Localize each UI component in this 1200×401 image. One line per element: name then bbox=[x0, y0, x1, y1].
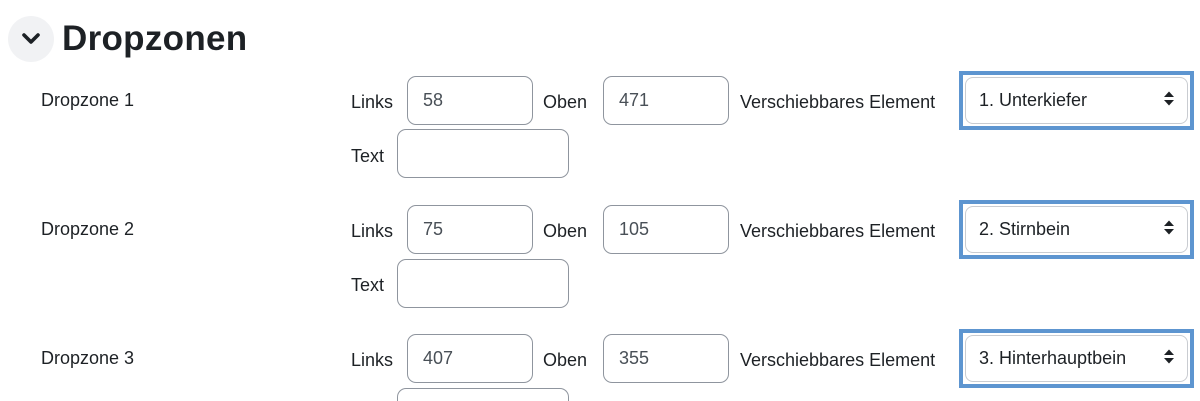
text-input[interactable] bbox=[397, 388, 569, 401]
left-input[interactable] bbox=[407, 205, 533, 254]
dropzone-label: Dropzone 3 bbox=[41, 348, 135, 368]
chevron-down-icon bbox=[21, 32, 41, 46]
select-caret-icon bbox=[1163, 348, 1175, 369]
top-label: Oben bbox=[543, 221, 588, 241]
dropzone-label: Dropzone 2 bbox=[41, 219, 135, 239]
left-input[interactable] bbox=[407, 76, 533, 125]
left-label: Links bbox=[351, 221, 394, 241]
select-caret-icon bbox=[1163, 90, 1175, 111]
left-label: Links bbox=[351, 92, 394, 112]
draggable-item-select[interactable]: 1. Unterkiefer bbox=[965, 77, 1188, 124]
select-value: 1. Unterkiefer bbox=[979, 90, 1088, 110]
text-label: Text bbox=[351, 146, 385, 166]
text-label: Text bbox=[351, 275, 385, 295]
section-title: Dropzonen bbox=[62, 19, 248, 58]
dropzone-label: Dropzone 1 bbox=[41, 90, 135, 110]
draggable-item-select[interactable]: 2. Stirnbein bbox=[965, 206, 1188, 253]
draggable-item-select-focus: 1. Unterkiefer bbox=[959, 71, 1194, 130]
draggable-item-label: Verschiebbares Element bbox=[740, 221, 936, 241]
select-value: 3. Hinterhauptbein bbox=[979, 348, 1127, 368]
collapse-toggle-button[interactable] bbox=[8, 16, 54, 62]
text-input[interactable] bbox=[397, 129, 569, 178]
left-label: Links bbox=[351, 350, 394, 370]
top-label: Oben bbox=[543, 92, 588, 112]
select-value: 2. Stirnbein bbox=[979, 219, 1071, 239]
top-input[interactable] bbox=[603, 334, 729, 383]
draggable-item-label: Verschiebbares Element bbox=[740, 92, 936, 112]
text-input[interactable] bbox=[397, 259, 569, 308]
draggable-item-select-focus: 3. Hinterhauptbein bbox=[959, 329, 1194, 388]
draggable-item-label: Verschiebbares Element bbox=[740, 350, 936, 370]
section-header: Dropzonen bbox=[8, 14, 247, 64]
draggable-item-select[interactable]: 3. Hinterhauptbein bbox=[965, 335, 1188, 382]
draggable-item-select-focus: 2. Stirnbein bbox=[959, 200, 1194, 259]
top-input[interactable] bbox=[603, 76, 729, 125]
select-caret-icon bbox=[1163, 219, 1175, 240]
top-label: Oben bbox=[543, 350, 588, 370]
left-input[interactable] bbox=[407, 334, 533, 383]
top-input[interactable] bbox=[603, 205, 729, 254]
